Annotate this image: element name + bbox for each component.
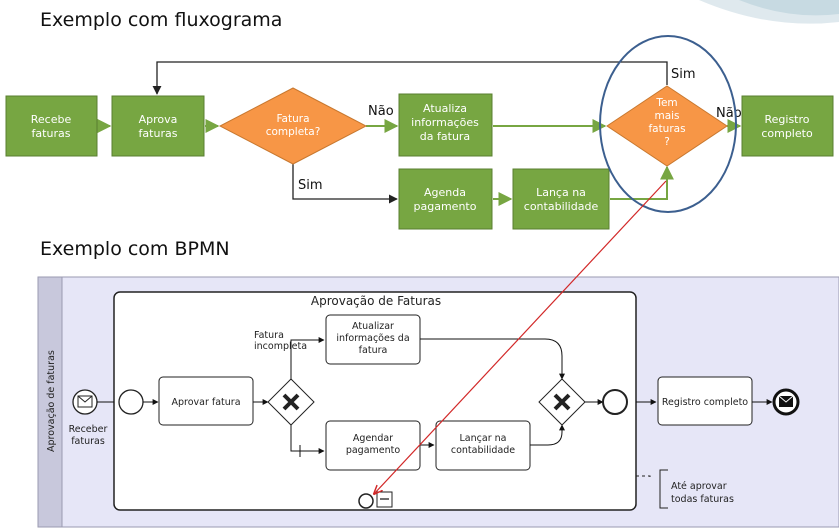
envelope-icon <box>77 395 93 408</box>
highlight-ellipse <box>599 35 737 213</box>
agendar-task <box>325 420 421 471</box>
inner-end-event <box>602 389 628 415</box>
corner-decoration <box>699 0 839 24</box>
lane-label: Aprovação de faturas <box>46 350 57 452</box>
label-sim-2: Sim <box>671 67 696 82</box>
pool-lane <box>37 276 839 528</box>
envelope-filled-icon <box>779 396 793 407</box>
xor-gateway-1 <box>267 378 315 426</box>
flowchart-title: Exemplo com fluxograma <box>40 9 283 31</box>
lancar-task <box>435 420 531 471</box>
atualiza-box <box>398 93 493 157</box>
recebe-faturas-box <box>5 95 98 157</box>
label-nao-1: Não <box>368 104 394 119</box>
atualizar-task <box>325 314 421 365</box>
inner-start-event <box>118 389 144 415</box>
bpmn-title: Exemplo com BPMN <box>40 238 230 260</box>
fatura-completa-decision <box>218 87 368 165</box>
aprovar-task <box>158 376 254 426</box>
receber-start-event <box>72 389 98 415</box>
xor-gateway-2 <box>538 378 586 426</box>
loop-marker-icon <box>358 493 374 509</box>
x-icon <box>282 393 300 411</box>
registro-box <box>741 95 834 157</box>
registro-label: Registro completo <box>662 397 748 408</box>
subprocess-title: Aprovação de Faturas <box>311 294 441 308</box>
connector-sim <box>292 160 398 204</box>
x-icon <box>553 393 571 411</box>
tem-mais-decision <box>606 85 728 167</box>
registro-task <box>657 376 753 426</box>
collapse-marker-icon <box>376 491 393 508</box>
label-nao-2: Não <box>716 106 742 121</box>
lanca-box <box>512 168 610 230</box>
agenda-box <box>398 168 493 230</box>
aprovar-label: Aprovar fatura <box>171 397 240 408</box>
label-sim-1: Sim <box>298 178 323 193</box>
subprocess-box <box>113 291 637 511</box>
aprova-faturas-box <box>111 95 205 157</box>
connector-loop <box>152 61 668 95</box>
end-message-event <box>772 388 800 416</box>
lane-header <box>37 276 63 528</box>
